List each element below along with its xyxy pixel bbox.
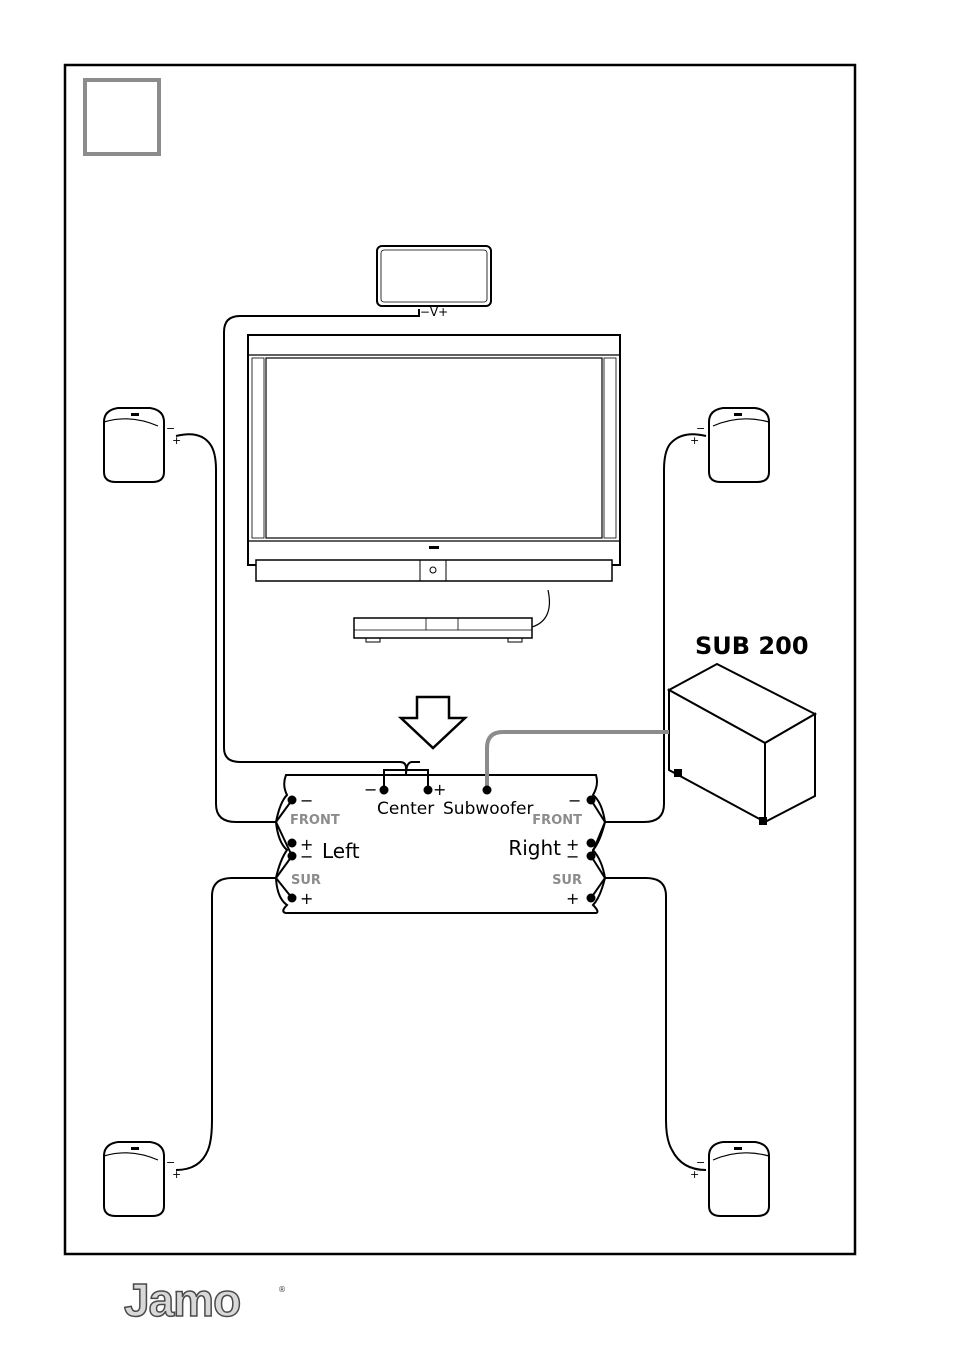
subwoofer-label: Subwoofer [443, 799, 534, 819]
speaker-front-left [104, 408, 164, 482]
down-arrow [401, 697, 465, 748]
center-minus: − [364, 780, 377, 799]
jamo-logo: Jamo [124, 1274, 240, 1326]
sur-right-minus: − [566, 847, 579, 866]
sur-right-label: SUR [552, 873, 582, 888]
sur-left-plus: + [300, 889, 313, 908]
sur-left-label: SUR [291, 873, 321, 888]
front-left-minus: − [300, 791, 313, 810]
sub-model-label: SUB 200 [695, 632, 809, 660]
speaker-surround-left [104, 1142, 164, 1216]
front-left-label: FRONT [290, 813, 340, 828]
subwoofer [669, 664, 815, 824]
center-label: Center [377, 799, 434, 819]
step-box [85, 80, 159, 154]
front-right-label: FRONT [532, 813, 582, 828]
speaker-front-right [709, 408, 769, 482]
svg-text:+: + [690, 434, 699, 447]
dvd-player [354, 590, 549, 642]
registered-mark: ® [278, 1285, 286, 1294]
center-speaker [377, 246, 491, 306]
tv [248, 335, 620, 581]
speaker-surround-right [709, 1142, 769, 1216]
front-right-minus: − [568, 791, 581, 810]
tv-polarity-label: −V+ [420, 305, 448, 319]
right-label: Right [508, 836, 561, 860]
center-plus: + [433, 780, 446, 799]
sur-left-minus: − [300, 847, 313, 866]
left-label: Left [322, 839, 360, 863]
sur-right-plus: + [566, 889, 579, 908]
